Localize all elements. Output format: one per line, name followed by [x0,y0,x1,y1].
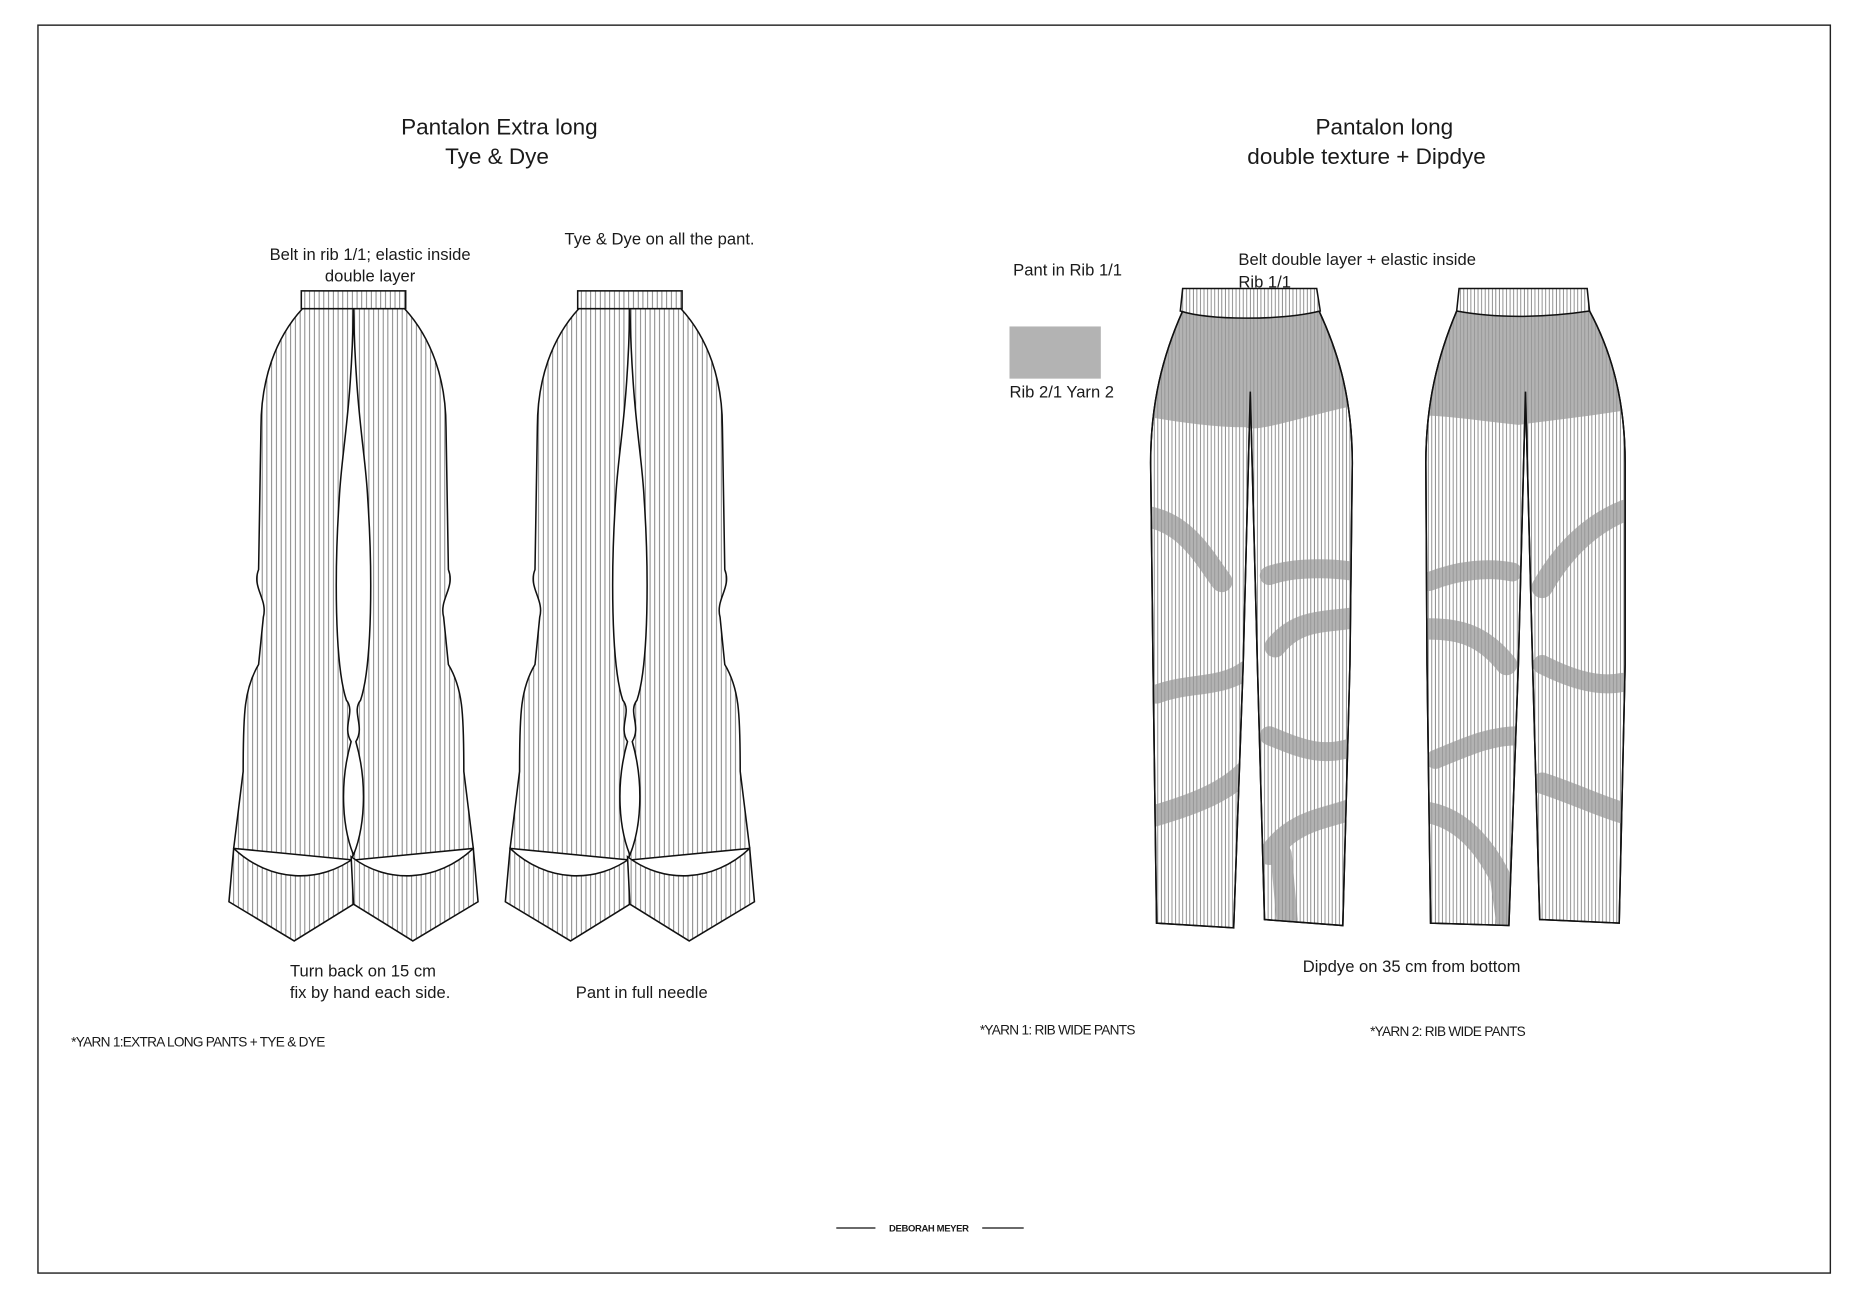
signature-text: DEBORAH MEYER [889,1224,969,1235]
left-title-line1: Pantalon Extra long [401,114,598,139]
tye-dye-note: Tye & Dye on all the pant. [565,230,755,249]
pant-drawing-extra-long-back [504,290,756,942]
turn-back-note-line2: fix by hand each side. [290,983,451,1002]
swatch-label: Rib 2/1 Yarn 2 [1009,383,1114,402]
belt-note-line2: double layer [325,266,416,285]
full-needle-note: Pant in full needle [576,983,708,1002]
right-title-line2: double texture + Dipdye [1247,144,1485,169]
turn-back-note-line1: Turn back on 15 cm [290,962,436,981]
pant-drawing-long-back [1425,287,1626,927]
yarn2-swatch [1009,326,1101,379]
left-title-line2: Tye & Dye [445,144,549,169]
yarn1-note-right: *YARN 1: RIB WIDE PANTS [980,1023,1136,1038]
yarn2-note-right: *YARN 2: RIB WIDE PANTS [1370,1024,1526,1039]
right-title-line1: Pantalon long [1315,114,1453,139]
rib-note: Pant in Rib 1/1 [1013,260,1122,279]
belt-note-line1: Belt in rib 1/1; elastic inside [270,245,471,264]
belt-double-note-line2: Rib 1/1 [1238,272,1291,291]
yarn-note-left: *YARN 1:EXTRA LONG PANTS + TYE & DYE [71,1034,325,1049]
dipdye-note: Dipdye on 35 cm from bottom [1303,957,1521,976]
designer-signature: DEBORAH MEYER [836,1224,1024,1235]
pant-drawing-long-front [1149,287,1354,929]
pant-drawing-extra-long-front [228,290,479,942]
belt-double-note-line1: Belt double layer + elastic inside [1238,250,1476,269]
